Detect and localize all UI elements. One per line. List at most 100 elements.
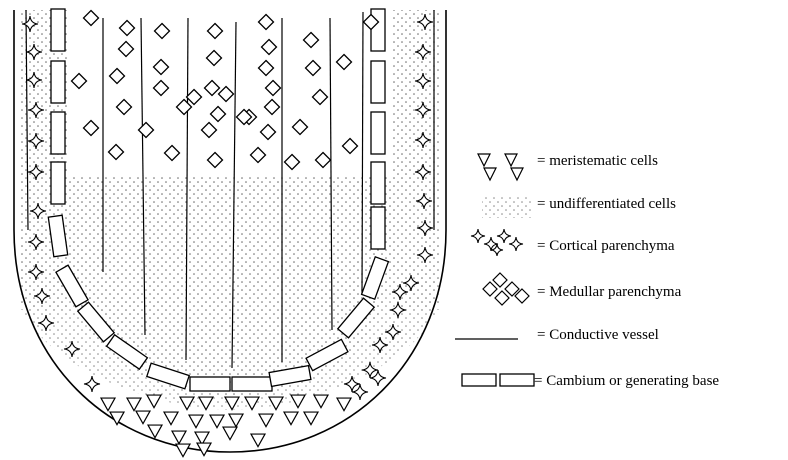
legend-medullar-label: = Medullar parenchyma [537,284,682,300]
cambium-cell [231,376,273,392]
medullar-parenchyma-cells [70,9,380,171]
medullar-cell [115,98,133,116]
medullar-cell [70,72,88,90]
medullar-cell [249,146,267,164]
legend-star-glyph [490,243,504,257]
cambium-cell [50,8,66,52]
cambium-cell [370,206,386,250]
diamond-icon [482,272,530,306]
cortical-parenchyma-cells [21,13,434,401]
cortical-cell [389,301,407,319]
medullar-cell [185,88,203,106]
legend-diamond-glyph [494,290,510,306]
medullar-cell [203,79,221,97]
cambium-cell [370,111,386,155]
cambium-cell [50,111,66,155]
cambium-cell [360,255,390,301]
conductive-vessels [25,9,435,369]
cortical-cell [414,131,432,149]
medullar-cell [205,49,223,67]
vessel-line [329,17,333,331]
medullar-cell [263,98,281,116]
medullar-cell [283,153,301,171]
cambium-cell [145,362,191,390]
cambium-cells [47,8,390,392]
legend-vessel-label: = Conductive vessel [537,327,659,343]
medullar-cell [152,58,170,76]
meristematic-cells [99,394,353,458]
cortical-cell [414,163,432,181]
meristematic-cell [267,396,285,411]
medullar-cell [118,19,136,37]
medullar-cell [153,22,171,40]
cortical-cell [37,314,55,332]
four-point-star-icon [470,228,524,257]
legend-cambium-label: = Cambium or generating base [534,373,719,389]
medullar-cell [302,31,320,49]
meristematic-cell [145,394,163,409]
cambium-cell [370,161,386,205]
medullar-cell [335,53,353,71]
medullar-cell [311,88,329,106]
medullar-cell [175,98,193,116]
meristematic-cell [162,411,180,426]
legend-cortical-label: = Cortical parenchyma [537,238,675,254]
cortical-cell [25,71,43,89]
legend-star-glyph [483,236,499,252]
medullar-cell [341,137,359,155]
cambium-cell [50,161,66,205]
cortical-cell [27,163,45,181]
meristematic-cell [108,411,126,426]
medullar-cell [217,85,235,103]
cortical-cell [27,132,45,150]
cortical-cell [371,336,389,354]
meristematic-cell [99,397,117,412]
cortical-cell [63,340,81,358]
cambium-cell [47,214,69,258]
medullar-cell [107,143,125,161]
meristematic-cell [125,397,143,412]
meristematic-cell [335,397,353,412]
cortical-cell [402,274,420,292]
meristematic-cell [249,433,267,448]
medullar-cell [117,40,135,58]
legend: = meristematic cells = undifferentiated … [455,153,719,389]
cambium-cell [370,60,386,104]
meristematic-cell [146,424,164,439]
cortical-cell [29,202,47,220]
medullar-cell [362,13,380,31]
triangle-down-icon [477,153,524,182]
cortical-cell [361,361,379,379]
meristematic-cell [208,414,226,429]
medullar-cell [209,105,227,123]
medullar-cell [108,67,126,85]
medullar-cell [206,22,224,40]
legend-star-glyph [470,228,486,244]
medullar-cell [291,118,309,136]
legend-star-glyph [496,228,512,244]
cortical-cell [27,263,45,281]
cambium-cell [268,364,312,388]
vessel-line [231,21,237,369]
meristematic-cell [312,394,330,409]
cambium-cell [55,264,89,308]
meristematic-cell [243,396,261,411]
medullar-cell [152,79,170,97]
cortical-cell [83,375,101,393]
meristematic-cell [170,430,188,445]
vessel-line [25,9,29,231]
medullar-cell [257,13,275,31]
cambium-cell [336,297,376,339]
meristematic-cell [257,413,275,428]
medullar-cell [163,144,181,162]
cortical-cell [25,43,43,61]
cortical-cell [414,101,432,119]
vessel-line [140,17,146,336]
meristematic-cell [174,443,192,458]
rectangle-icon [461,373,535,387]
legend-diamond-glyph [514,288,530,304]
meristematic-cell [197,396,215,411]
cortical-cell [27,101,45,119]
meristematic-cell [221,426,239,441]
meristematic-cell [223,396,241,411]
